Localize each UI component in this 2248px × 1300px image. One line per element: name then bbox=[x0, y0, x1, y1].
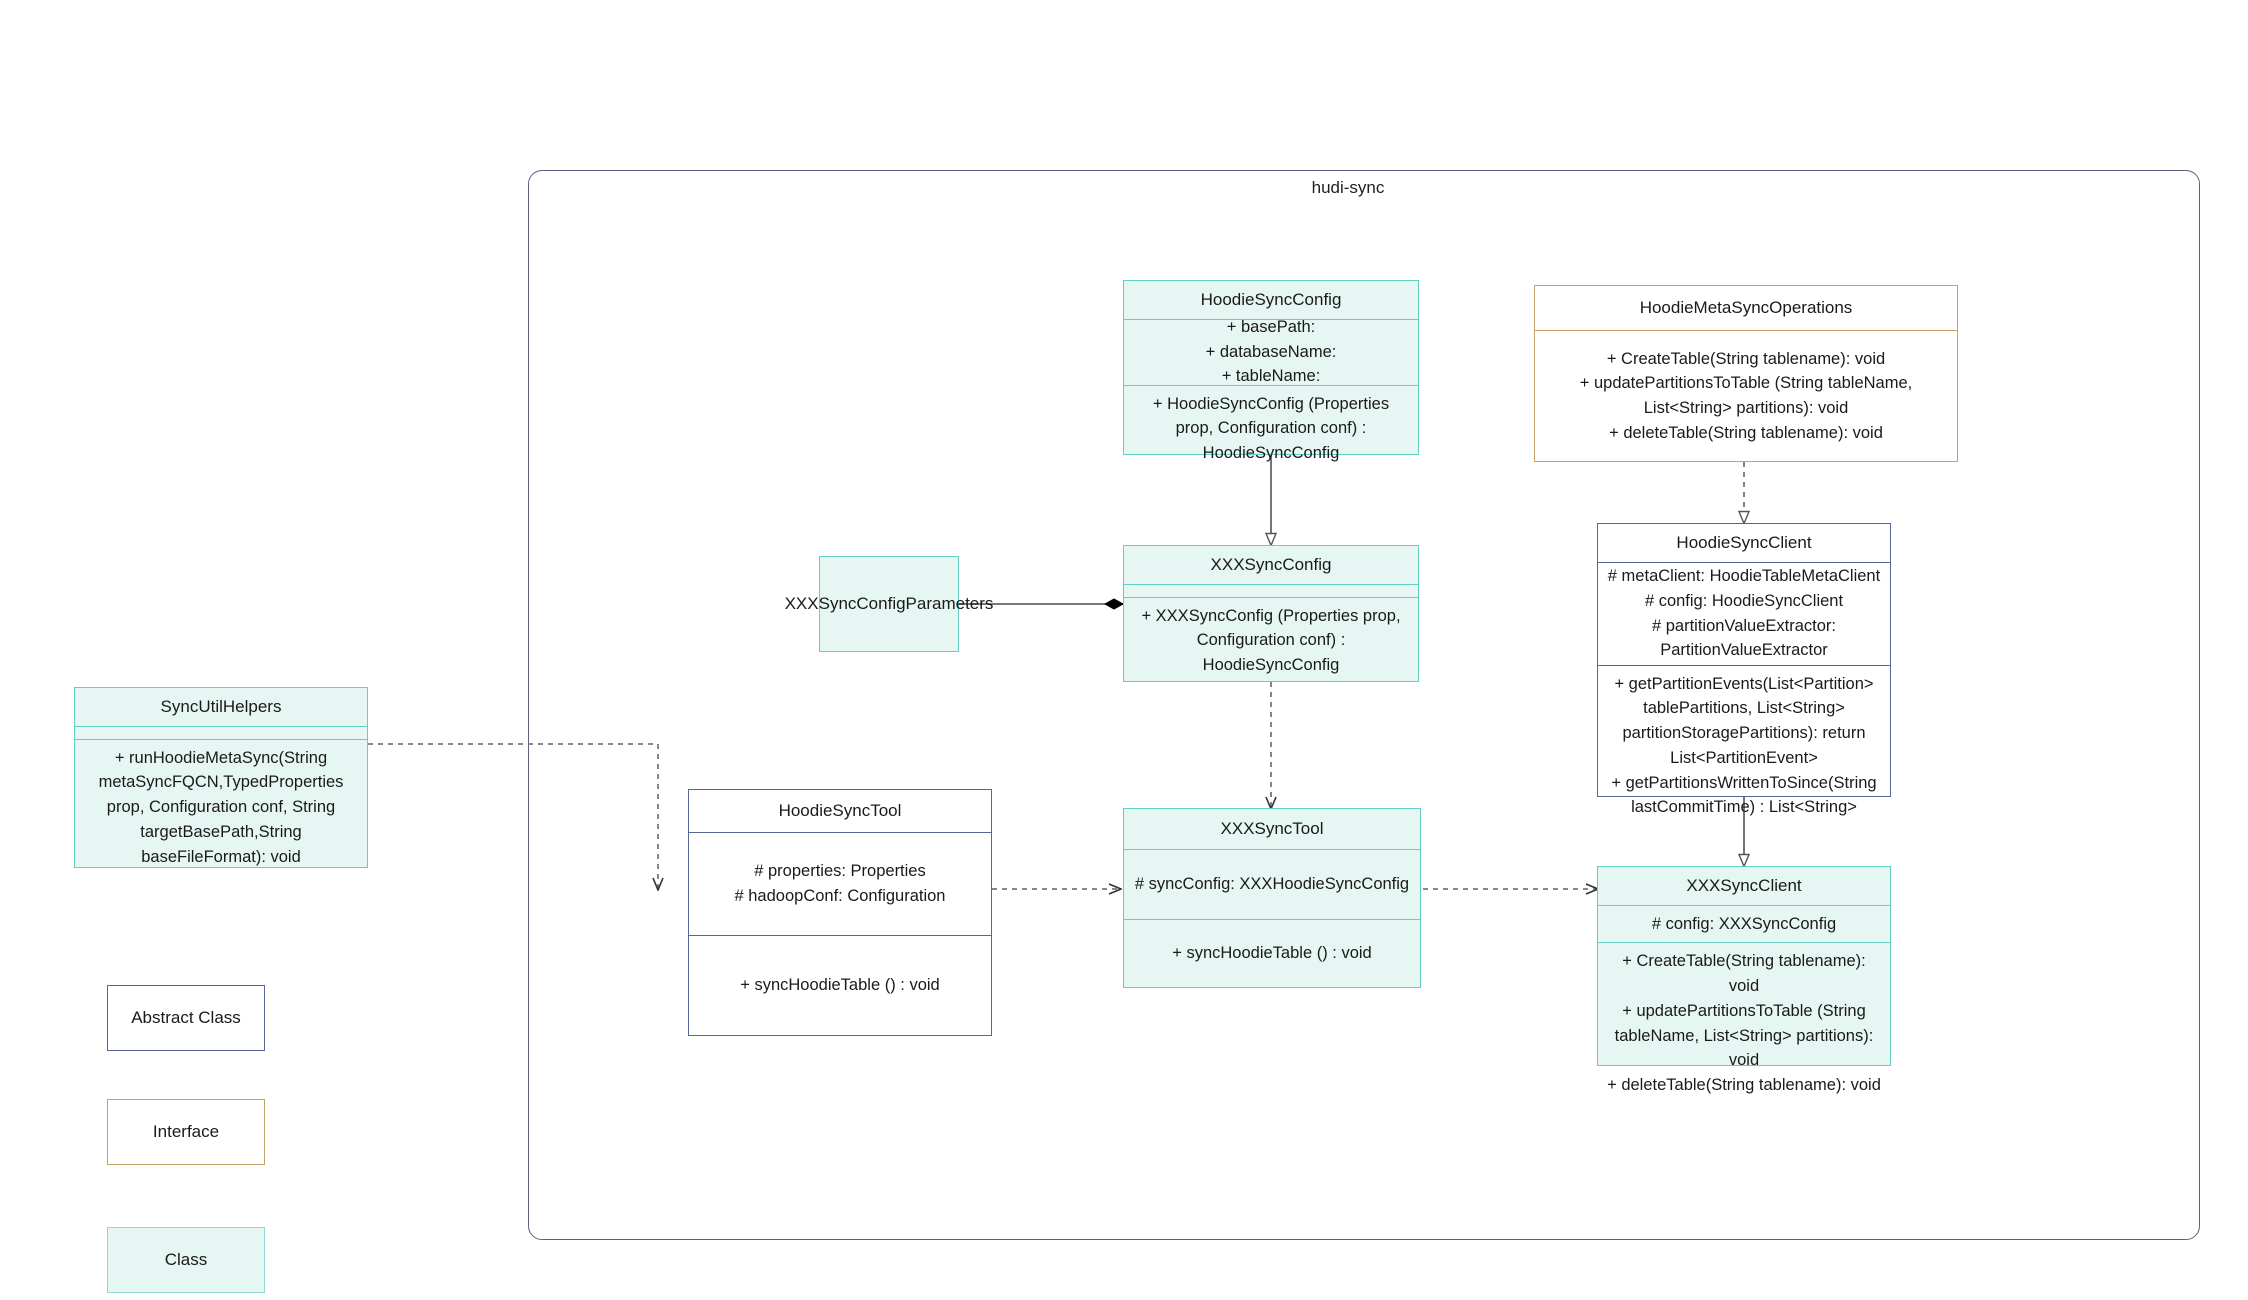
class-operations: + syncHoodieTable () : void bbox=[689, 935, 991, 1035]
legend-class: Class bbox=[107, 1227, 265, 1293]
class-attributes: + basePath: + databaseName: + tableName: bbox=[1124, 318, 1418, 385]
class-attributes bbox=[1124, 583, 1418, 597]
class-name: HoodieSyncClient bbox=[1676, 533, 1812, 552]
class-operations: + CreateTable(String tablename): void + … bbox=[1598, 942, 1890, 1104]
class-operations: + runHoodieMetaSync(String metaSyncFQCN,… bbox=[75, 738, 367, 876]
class-node-xxxsynctool[interactable]: XXXSyncTool # syncConfig: XXXHoodieSyncC… bbox=[1123, 808, 1421, 988]
class-operations: + getPartitionEvents(List<Partition> tab… bbox=[1598, 664, 1890, 827]
class-name: XXXSyncClient bbox=[1686, 876, 1802, 895]
class-name: XXXSyncTool bbox=[1220, 819, 1324, 839]
class-attributes: # properties: Properties # hadoopConf: C… bbox=[689, 832, 991, 935]
interface-name: HoodieMetaSyncOperations bbox=[1639, 298, 1853, 318]
class-node-xxxsyncconfigparameters[interactable]: XXXSyncConfigParameters bbox=[784, 556, 994, 652]
class-name: HoodieSyncTool bbox=[778, 801, 902, 821]
class-operations: + syncHoodieTable () : void bbox=[1124, 919, 1420, 987]
class-node-xxxsyncclient[interactable]: XXXSyncClient # config: XXXSyncConfig + … bbox=[1597, 866, 1891, 1094]
legend-label: Abstract Class bbox=[131, 1008, 241, 1027]
interface-node-hoodiemetasyncoperations[interactable]: HoodieMetaSyncOperations + CreateTable(S… bbox=[1534, 285, 1958, 462]
class-attributes bbox=[75, 725, 367, 739]
class-operations: + HoodieSyncConfig (Properties prop, Con… bbox=[1124, 384, 1418, 472]
legend-label: Class bbox=[164, 1250, 208, 1269]
class-name: XXXSyncConfigParameters bbox=[784, 594, 994, 614]
abstract-node-hoodiesyncclient[interactable]: HoodieSyncClient # metaClient: HoodieTab… bbox=[1597, 523, 1891, 816]
package-hudi-sync bbox=[528, 170, 2200, 1240]
class-attributes: # syncConfig: XXXHoodieSyncConfig bbox=[1124, 849, 1420, 919]
class-node-hoodiesyncconfig[interactable]: HoodieSyncConfig + basePath: + databaseN… bbox=[1123, 280, 1419, 462]
class-name: HoodieSyncConfig bbox=[1200, 290, 1342, 309]
legend-interface: Interface bbox=[107, 1099, 265, 1165]
class-operations: + XXXSyncConfig (Properties prop, Config… bbox=[1124, 596, 1418, 684]
legend-label: Interface bbox=[152, 1122, 220, 1141]
interface-operations: + CreateTable(String tablename): void + … bbox=[1535, 330, 1957, 461]
class-attributes: # config: XXXSyncConfig bbox=[1598, 904, 1890, 943]
class-name: SyncUtilHelpers bbox=[160, 697, 282, 716]
class-node-syncutilhelpers[interactable]: SyncUtilHelpers + runHoodieMetaSync(Stri… bbox=[74, 687, 368, 868]
class-attributes: # metaClient: HoodieTableMetaClient # co… bbox=[1598, 561, 1890, 665]
class-node-xxxsyncconfig[interactable]: XXXSyncConfig + XXXSyncConfig (Propertie… bbox=[1123, 545, 1419, 682]
package-title: hudi-sync bbox=[1311, 178, 1385, 197]
legend-abstract-class: Abstract Class bbox=[107, 985, 265, 1051]
class-name: XXXSyncConfig bbox=[1210, 555, 1332, 574]
abstract-node-hoodiesynctool[interactable]: HoodieSyncTool # properties: Properties … bbox=[688, 789, 992, 1036]
